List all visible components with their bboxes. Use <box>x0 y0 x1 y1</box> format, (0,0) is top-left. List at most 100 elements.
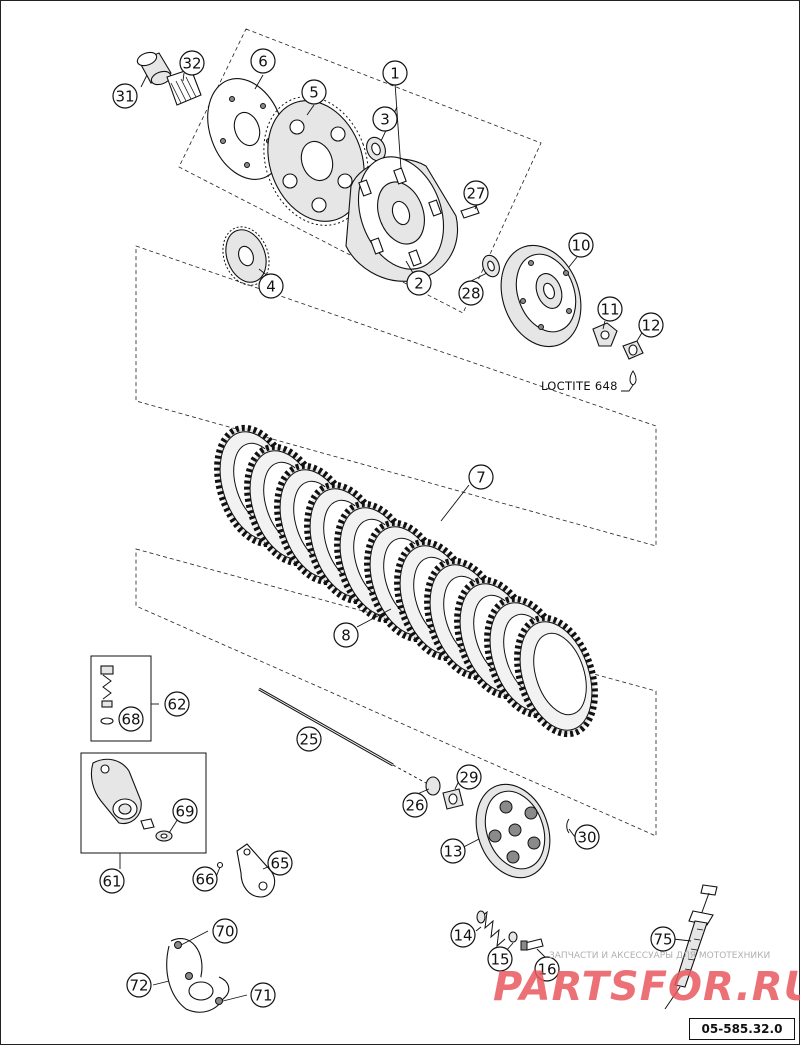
callout-label: 29 <box>459 769 478 787</box>
callout-14: 14 <box>450 922 476 948</box>
callout-circle <box>597 296 623 322</box>
part-26-bearing <box>425 776 441 796</box>
callout-circle <box>267 850 293 876</box>
frame-plates-7 <box>135 245 657 547</box>
callout-13: 13 <box>440 838 466 864</box>
part-75-syringe <box>664 884 718 1010</box>
callout-label: 14 <box>453 927 472 945</box>
callout-circle <box>112 83 138 109</box>
callout-label: 6 <box>258 53 268 71</box>
callout-circle <box>250 982 276 1008</box>
loctite-drop-icon <box>629 370 637 386</box>
callout-label: 8 <box>341 627 351 645</box>
callout-circle <box>468 464 494 490</box>
callout-11: 11 <box>597 296 623 322</box>
callout-circle <box>126 972 152 998</box>
part-10-inner-hub <box>500 244 582 348</box>
callout-66: 66 <box>192 866 218 892</box>
clutch-plate-stack <box>214 424 598 738</box>
callout-circle <box>440 838 466 864</box>
part-4-small-gear <box>222 226 270 286</box>
part-62-bleeder-kit <box>90 655 152 742</box>
plate-bore <box>533 632 587 716</box>
callout-circle <box>382 60 408 86</box>
watermark-logo: PARTSFOR.RU <box>493 964 800 1010</box>
callout-62: 62 <box>164 691 190 717</box>
part-6-disc <box>207 78 285 180</box>
callout-label: 65 <box>270 855 289 873</box>
callout-circle <box>458 280 484 306</box>
callout-label: 68 <box>121 711 140 729</box>
callout-28: 28 <box>458 280 484 306</box>
part-2-clutch-basket <box>345 156 459 282</box>
part-12-nut <box>622 340 644 360</box>
part-15-washer <box>508 931 518 943</box>
part-27-pin <box>460 205 480 219</box>
callout-label: 61 <box>102 873 121 891</box>
callout-72: 72 <box>126 972 152 998</box>
drawing-reference-number: 05-585.32.0 <box>689 1018 795 1040</box>
callout-8: 8 <box>333 622 359 648</box>
callout-circle <box>179 50 205 76</box>
callout-label: 11 <box>600 301 619 319</box>
part-65-gasket <box>236 843 276 898</box>
callout-circle <box>192 866 218 892</box>
callout-circle <box>463 180 489 206</box>
callout-circle <box>258 273 284 299</box>
callout-29: 29 <box>456 764 482 790</box>
callout-circle <box>534 956 560 982</box>
callout-label: 25 <box>299 731 318 749</box>
callout-32: 32 <box>179 50 205 76</box>
callout-circle <box>172 798 198 824</box>
loctite-leader <box>621 384 634 392</box>
callout-label: 30 <box>577 829 596 847</box>
part-11-lock-washer <box>592 322 618 347</box>
watermark-tagline: ЗАПЧАСТИ И АКСЕССУАРЫ ДЛЯ МОТОТЕХНИКИ <box>549 951 771 961</box>
callout-label: 70 <box>215 923 234 941</box>
part-28-washer <box>482 254 500 278</box>
part-61-slave-cylinder <box>80 752 207 854</box>
loctite-note: LOCTITE 648 <box>541 379 618 393</box>
callout-label: 15 <box>490 951 509 969</box>
callout-61: 61 <box>99 868 125 894</box>
callout-16: 16 <box>534 956 560 982</box>
callout-label: 12 <box>641 317 660 335</box>
callout-circle <box>402 792 428 818</box>
callout-circle <box>574 824 600 850</box>
callout-circle <box>250 48 276 74</box>
callout-27: 27 <box>463 180 489 206</box>
callout-circle <box>568 232 594 258</box>
callout-label: 1 <box>390 65 400 83</box>
callout-circle <box>487 946 513 972</box>
callout-circle <box>456 764 482 790</box>
callout-12: 12 <box>638 312 664 338</box>
part-31-bushing <box>136 51 172 86</box>
callout-label: 4 <box>266 278 276 296</box>
callout-3: 3 <box>372 106 398 132</box>
callout-label: 31 <box>115 88 134 106</box>
callout-15: 15 <box>487 946 513 972</box>
callout-circle <box>301 79 327 105</box>
part-30-pin <box>566 818 570 834</box>
callout-circle <box>450 922 476 948</box>
callout-label: 7 <box>476 469 486 487</box>
callout-circle <box>372 106 398 132</box>
callout-label: 16 <box>537 961 556 979</box>
callout-circle <box>99 868 125 894</box>
callout-label: 71 <box>253 987 272 1005</box>
callout-label: 28 <box>461 285 480 303</box>
part-16-screw <box>520 938 544 951</box>
callout-5: 5 <box>301 79 327 105</box>
callout-label: 27 <box>466 185 485 203</box>
callout-71: 71 <box>250 982 276 1008</box>
part-25-push-rod <box>258 687 394 767</box>
callout-25: 25 <box>296 726 322 752</box>
callout-circle <box>296 726 322 752</box>
callout-label: 13 <box>443 843 462 861</box>
callout-label: 66 <box>195 871 214 889</box>
callout-7: 7 <box>468 464 494 490</box>
callout-label: 5 <box>309 84 319 102</box>
callout-label: 75 <box>653 931 672 949</box>
part-5-primary-gear <box>263 96 369 226</box>
